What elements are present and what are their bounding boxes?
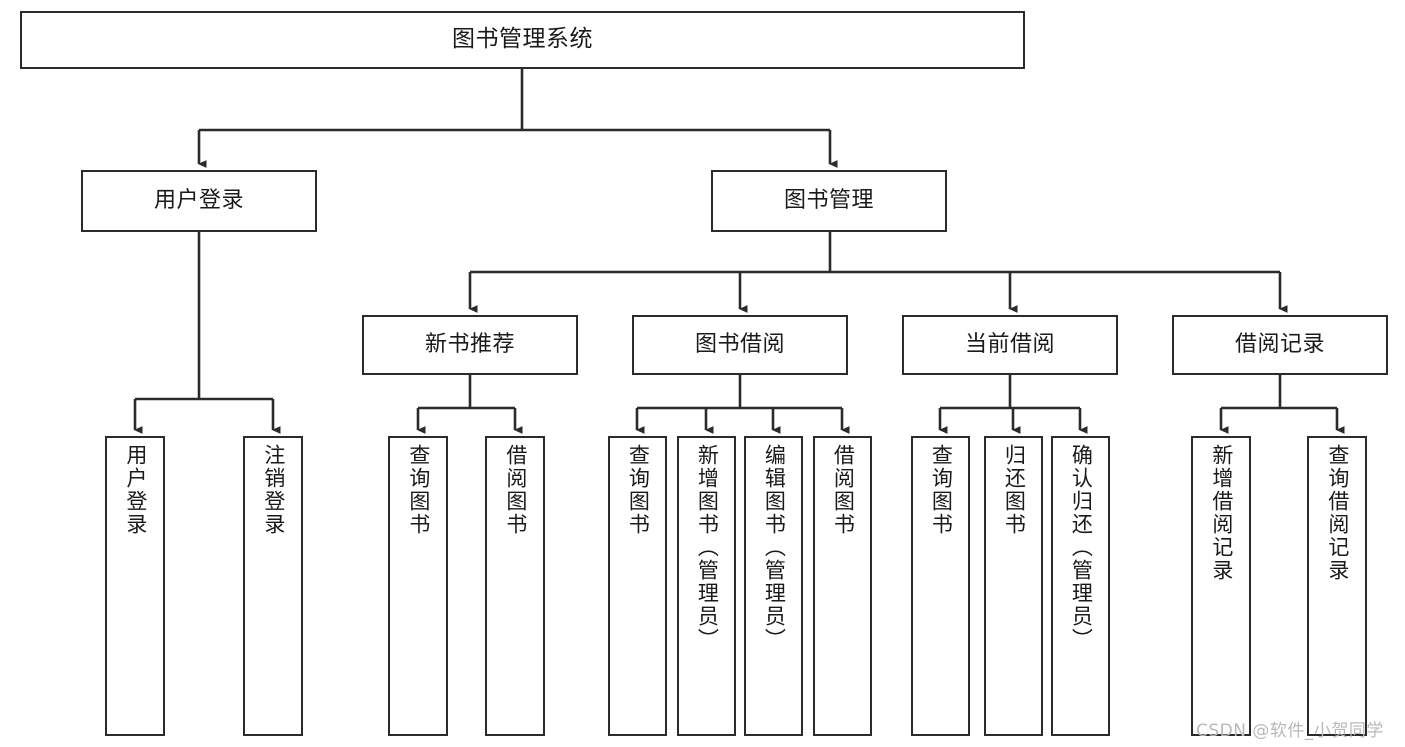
leaf-node[interactable]: 查询图书 xyxy=(911,436,970,736)
leaf-node[interactable]: 查询借阅记录 xyxy=(1307,436,1367,736)
leaf-node-label: 查询借阅记录 xyxy=(1325,444,1350,582)
node-book-borrow-label: 图书借阅 xyxy=(694,332,785,358)
leaf-node[interactable]: 编辑图书（管理员） xyxy=(744,436,803,736)
leaf-node-label: 查询图书 xyxy=(626,444,651,536)
node-current-borrow-label: 当前借阅 xyxy=(964,332,1055,358)
node-user-login[interactable]: 用户登录 xyxy=(81,170,317,232)
leaf-node-label: 确认归还（管理员） xyxy=(1069,444,1094,651)
leaf-node[interactable]: 查询图书 xyxy=(388,436,448,736)
leaf-node-label: 新增借阅记录 xyxy=(1209,444,1234,582)
leaf-node[interactable]: 新增借阅记录 xyxy=(1191,436,1251,736)
leaf-node[interactable]: 查询图书 xyxy=(608,436,667,736)
node-book-manage-label: 图书管理 xyxy=(783,188,874,214)
leaf-node[interactable]: 确认归还（管理员） xyxy=(1051,436,1110,736)
leaf-node-label: 借阅图书 xyxy=(503,444,528,536)
node-root[interactable]: 图书管理系统 xyxy=(20,11,1025,69)
node-borrow-record[interactable]: 借阅记录 xyxy=(1172,315,1388,375)
node-book-manage[interactable]: 图书管理 xyxy=(711,170,947,232)
leaf-node-label: 编辑图书（管理员） xyxy=(762,444,787,651)
leaf-node[interactable]: 借阅图书 xyxy=(485,436,545,736)
node-current-borrow[interactable]: 当前借阅 xyxy=(902,315,1118,375)
leaf-node[interactable]: 归还图书 xyxy=(984,436,1043,736)
node-root-label: 图书管理系统 xyxy=(452,26,593,53)
csdn-watermark: CSDN @软件_小贺同学 xyxy=(1196,721,1384,741)
leaf-node[interactable]: 新增图书（管理员） xyxy=(677,436,736,736)
leaf-node-label: 归还图书 xyxy=(1002,444,1027,536)
leaf-node[interactable]: 借阅图书 xyxy=(813,436,872,736)
leaf-node[interactable]: 用户登录 xyxy=(105,436,165,736)
leaf-node[interactable]: 注销登录 xyxy=(243,436,303,736)
node-user-login-label: 用户登录 xyxy=(153,188,244,214)
node-book-borrow[interactable]: 图书借阅 xyxy=(632,315,848,375)
leaf-node-label: 注销登录 xyxy=(261,444,286,536)
leaf-node-label: 借阅图书 xyxy=(831,444,856,536)
leaf-node-label: 查询图书 xyxy=(406,444,431,536)
node-new-book-rec-label: 新书推荐 xyxy=(424,332,515,358)
leaf-node-label: 用户登录 xyxy=(123,444,148,536)
leaf-node-label: 查询图书 xyxy=(929,444,954,536)
node-borrow-record-label: 借阅记录 xyxy=(1234,332,1325,358)
node-new-book-rec[interactable]: 新书推荐 xyxy=(362,315,578,375)
leaf-node-label: 新增图书（管理员） xyxy=(695,444,720,651)
